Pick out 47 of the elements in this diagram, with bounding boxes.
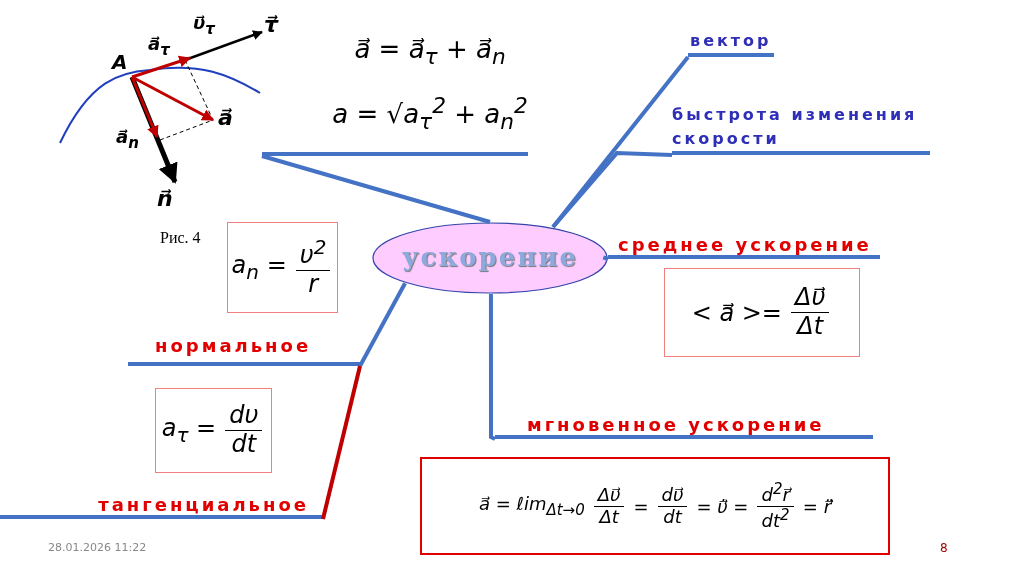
central-topic: ускорение <box>401 241 579 272</box>
formula-box <box>227 222 338 313</box>
formula: a$_{τ}$ = <box>161 414 217 447</box>
vector-label: a⃗$_{τ}$ <box>148 33 170 59</box>
fraction-denominator: dt <box>230 431 258 459</box>
fraction-denominator: Δt <box>795 313 825 341</box>
branch-line <box>321 365 362 520</box>
formula: < a⃗ >= <box>691 298 782 327</box>
branch-line <box>488 294 496 441</box>
fraction-numerator: υ$^{2}$ <box>295 236 331 271</box>
branch-label: тангенциальное <box>97 494 309 515</box>
branch-label: мгновенное ускорение <box>527 414 826 435</box>
fraction-numerator: dυ <box>225 402 263 431</box>
vector-label: a⃗ <box>218 105 233 130</box>
formula: = υ⃗̇ = <box>696 495 749 517</box>
fraction-denominator: dt <box>662 506 684 528</box>
vector-label: a⃗$_{n}$ <box>116 126 139 152</box>
formula: a⃗ = ℓim$_{Δt→0}$ <box>478 493 585 519</box>
branch-line <box>358 282 407 367</box>
formula: = <box>633 495 649 517</box>
branch-line <box>261 154 491 224</box>
formula: = r⃗̈ <box>802 495 832 517</box>
point-label: A <box>112 50 128 74</box>
figure-caption: Рис. 4 <box>160 229 201 247</box>
formula-box <box>420 457 890 555</box>
fraction-denominator: Δt <box>597 506 621 528</box>
fraction-numerator: Δυ⃗ <box>593 484 625 507</box>
fraction-denominator: dt$^{2}$ <box>760 506 791 532</box>
branch-line <box>551 150 673 229</box>
branch-label: среднее ускорение <box>618 234 873 255</box>
fraction-numerator: dυ⃗ <box>657 484 688 507</box>
vector-label: υ⃗$_{τ}$ <box>193 12 215 38</box>
branch-label: вектор <box>690 30 773 52</box>
vector-label: n⃗ <box>157 186 173 211</box>
formula: a$_{n}$ = <box>231 251 287 284</box>
formula-box <box>664 268 860 357</box>
vector-label: τ⃗ <box>264 12 279 37</box>
fraction-numerator: d$^{2}$r⃗ <box>757 480 794 507</box>
date-time: 28.01.2026 11:22 <box>48 541 147 554</box>
fraction-numerator: Δυ⃗ <box>791 284 830 313</box>
branch-label: быстрота изменения скорости <box>672 104 919 150</box>
fraction-denominator: r <box>307 271 321 299</box>
branch-line <box>602 255 609 261</box>
branch-label: нормальное <box>155 335 313 356</box>
page-number: 8 <box>940 541 948 555</box>
formula-box <box>155 388 272 473</box>
formula: a⃗ = a⃗$_{τ}$ + a⃗$_{n}$ <box>354 34 506 70</box>
